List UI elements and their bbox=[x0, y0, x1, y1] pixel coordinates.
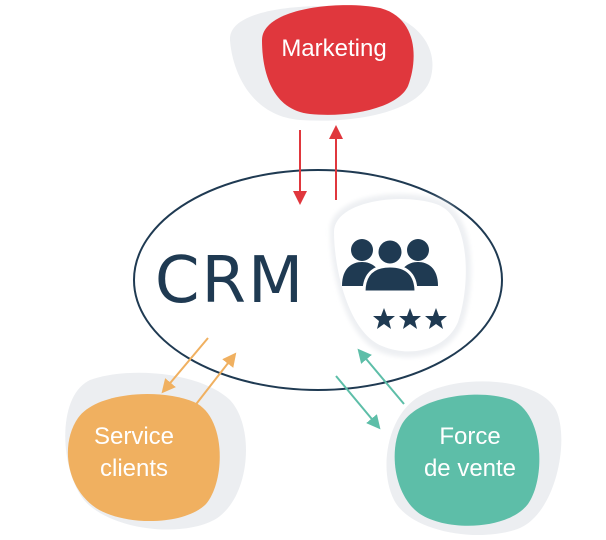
users-group-icon bbox=[342, 237, 438, 294]
sales-label-line1: Force bbox=[439, 423, 500, 450]
arrow-crm-to-service bbox=[161, 337, 209, 394]
crm-label: CRM bbox=[155, 244, 305, 318]
arrow-sales-to-crm bbox=[357, 348, 405, 405]
arrow-crm-to-sales bbox=[335, 375, 381, 430]
crm-ring bbox=[133, 169, 503, 391]
service-label-line1: Service bbox=[94, 423, 174, 450]
sales-blob[interactable] bbox=[394, 394, 540, 526]
three-stars-icon bbox=[373, 308, 447, 329]
service-blob[interactable] bbox=[67, 394, 220, 522]
arrow-service-to-crm bbox=[189, 352, 237, 413]
star-icon bbox=[399, 308, 421, 329]
marketing-label: Marketing bbox=[281, 35, 386, 62]
star-icon bbox=[373, 308, 395, 329]
sales-label-line2: de vente bbox=[424, 455, 516, 482]
marketing-blob[interactable] bbox=[262, 5, 414, 115]
service-label-line2: clients bbox=[100, 455, 168, 482]
star-icon bbox=[425, 308, 447, 329]
